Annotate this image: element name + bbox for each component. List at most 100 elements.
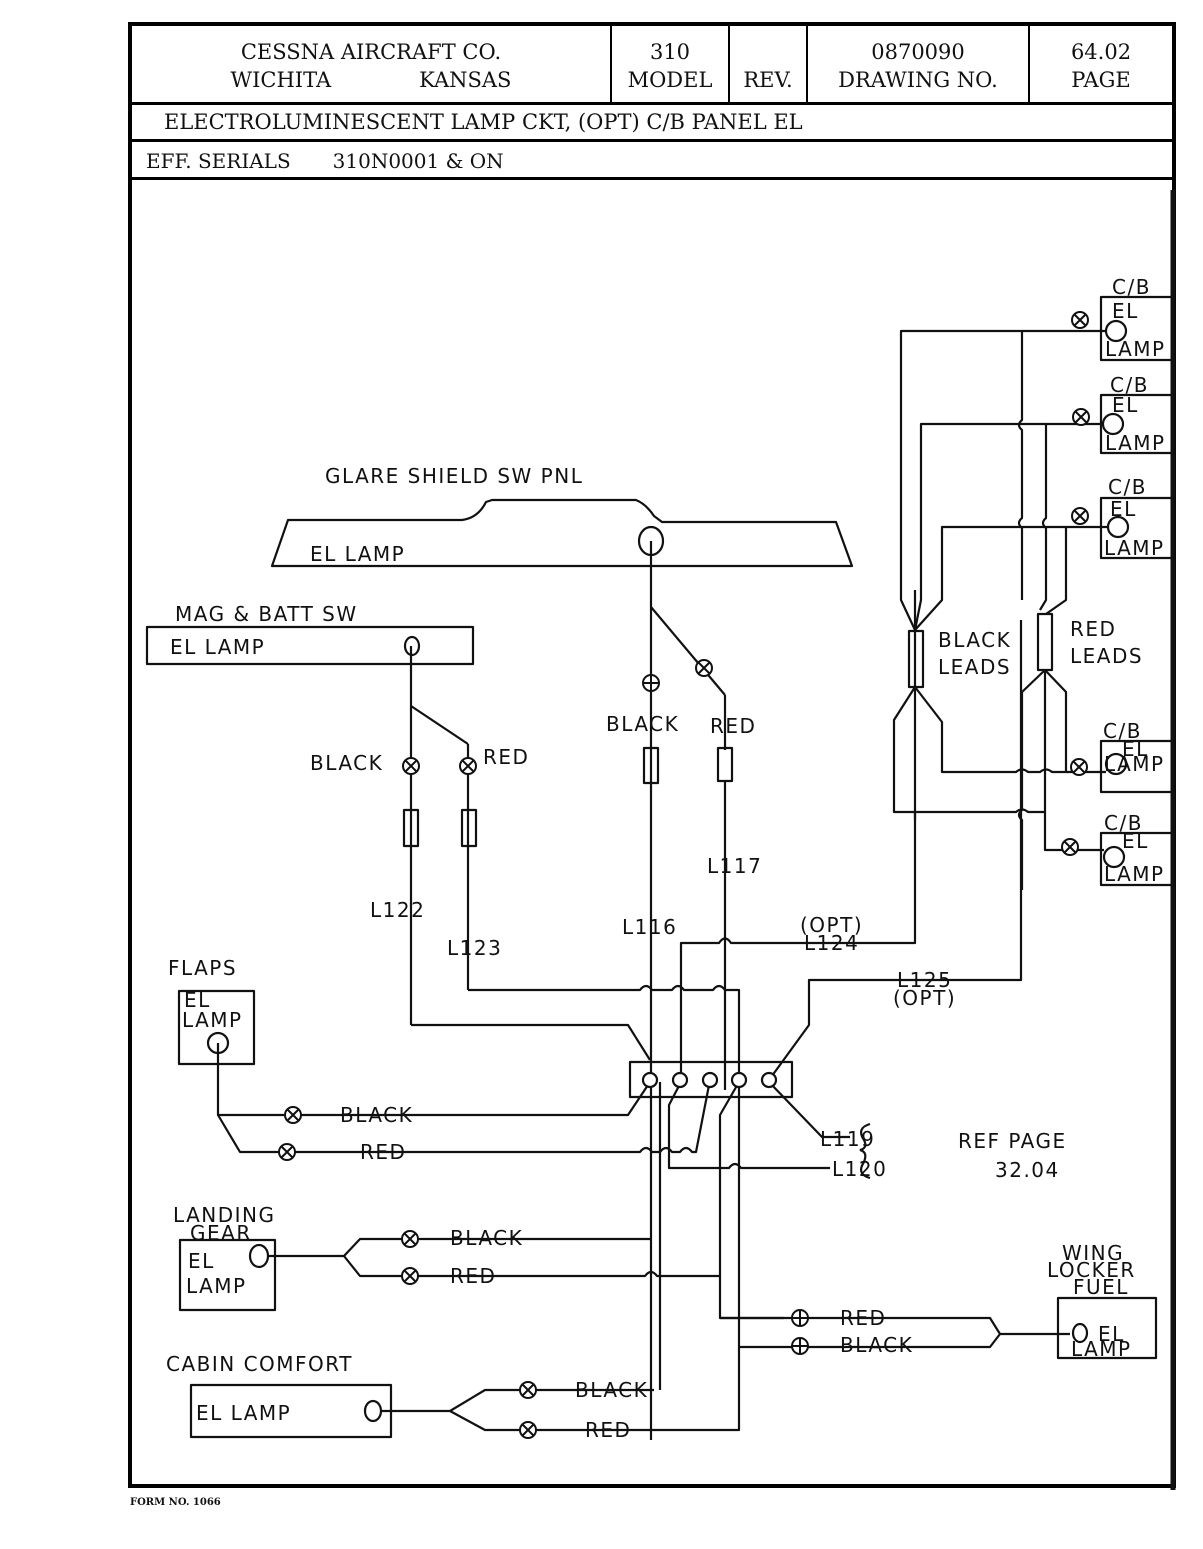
- l122-fuse: [402, 808, 420, 848]
- reference-brace: [859, 1122, 871, 1180]
- cb-lamp-labels: C/B EL LAMP C/B EL LAMP C/B EL LAMP C/B …: [1103, 275, 1166, 886]
- cb-lamp-5-connector-icon: [1061, 838, 1079, 856]
- gear-red-connector-icon: [401, 1267, 419, 1285]
- glare-black-label: BLACK: [606, 712, 679, 736]
- terminal-pin-1: [641, 1071, 659, 1089]
- wire-l123-label: L123: [447, 936, 502, 960]
- wing-black-label: BLACK: [840, 1333, 913, 1357]
- glare-shield-lamp-label: EL LAMP: [310, 542, 405, 566]
- red-leads-splice: [1036, 612, 1054, 672]
- cb-lamp-4-connector-icon: [1070, 758, 1088, 776]
- wire-l124-label: L124: [804, 931, 859, 955]
- cb-lamp-1-cb-label: C/B: [1112, 275, 1151, 299]
- cabin-comfort-lamp-label: EL LAMP: [196, 1401, 291, 1425]
- flaps-black-connector-icon: [284, 1106, 302, 1124]
- flaps-red-label: RED: [360, 1140, 406, 1164]
- landing-gear-lamp-label: LAMP: [186, 1274, 247, 1298]
- cb-lamp-5-cb-label: C/B: [1104, 811, 1143, 835]
- l117-fuse: [716, 746, 734, 783]
- cb-lamp-1-lamp-label: LAMP: [1105, 337, 1166, 361]
- cb-lamp-1-connector-icon: [1071, 311, 1089, 329]
- wing-locker-title-3: FUEL: [1073, 1275, 1129, 1299]
- wire-l120-label: L120: [832, 1157, 887, 1181]
- mag-batt-title: MAG & BATT SW: [175, 602, 358, 626]
- mag-batt-red-label: RED: [483, 745, 529, 769]
- glare-shield-panel: [270, 498, 854, 568]
- cabin-red-connector-icon: [519, 1421, 537, 1439]
- landing-gear-black-label: BLACK: [450, 1226, 523, 1250]
- wing-locker-el-label: EL: [1098, 1322, 1125, 1346]
- company-state: KANSAS: [419, 68, 512, 92]
- drawing-no-value: 0870090: [871, 40, 965, 64]
- cb-lamp-4-lamp-label: LAMP: [1104, 752, 1165, 776]
- cb-lamp-2-cb-label: C/B: [1110, 373, 1149, 397]
- model-value: 310: [649, 40, 691, 64]
- mag-batt-black-connector-icon: [402, 757, 420, 775]
- wing-locker-lamp-box: [1056, 1296, 1158, 1360]
- wire-l124-opt-label: (OPT): [800, 913, 863, 937]
- cb-lamp-5-el-label: EL: [1122, 829, 1149, 853]
- flaps-red-connector-icon: [278, 1143, 296, 1161]
- wire-l125-opt-label: (OPT): [893, 986, 956, 1010]
- cb-lamp-3-el-label: EL: [1110, 497, 1137, 521]
- wing-red-connector-icon: [791, 1309, 809, 1327]
- cabin-comfort-title: CABIN COMFORT: [166, 1352, 353, 1376]
- terminal-pin-2: [671, 1071, 689, 1089]
- red-leads-label-2: LEADS: [1070, 644, 1143, 668]
- wing-locker-title-1: WING: [1062, 1241, 1124, 1265]
- red-leads-label-1: RED: [1070, 617, 1116, 641]
- cb-lamp-4-el-label: EL: [1122, 737, 1149, 761]
- landing-gear-title-2: GEAR: [190, 1221, 252, 1245]
- cb-lamp-3-cb-label: C/B: [1108, 475, 1147, 499]
- cb-lamp-3-lamp-label: LAMP: [1104, 536, 1165, 560]
- wire-l119-label: L119: [820, 1127, 875, 1151]
- gear-black-connector-icon: [401, 1230, 419, 1248]
- cb-lamp-2-lamp-label: LAMP: [1105, 431, 1166, 455]
- flaps-el-label: EL: [184, 988, 211, 1012]
- cabin-black-connector-icon: [519, 1381, 537, 1399]
- glare-black-connector-icon: [642, 674, 660, 692]
- ref-page-label: REF PAGE: [958, 1129, 1067, 1153]
- flaps-lamp-box: [177, 989, 256, 1066]
- cb-lamp-3-connector-icon: [1071, 507, 1089, 525]
- cabin-black-label: BLACK: [575, 1378, 648, 1402]
- mag-batt-black-label: BLACK: [310, 751, 383, 775]
- cb-lamp-5-lamp-label: LAMP: [1104, 862, 1165, 886]
- terminal-pin-4: [730, 1071, 748, 1089]
- wing-red-label: RED: [840, 1306, 886, 1330]
- glare-red-connector-icon: [695, 659, 713, 677]
- eff-label: EFF. SERIALS: [146, 149, 291, 173]
- page-cell: 64.02 PAGE: [1030, 26, 1172, 102]
- cb-lamp-4-cb-label: C/B: [1103, 719, 1142, 743]
- flaps-lamp-label: LAMP: [182, 1008, 243, 1032]
- rev-cell: REV.: [730, 26, 808, 102]
- glare-red-label: RED: [710, 714, 756, 738]
- model-cell: 310 MODEL: [612, 26, 730, 102]
- l116-fuse: [642, 746, 660, 785]
- wire-l122-label: L122: [370, 898, 425, 922]
- landing-gear-el-label: EL: [188, 1249, 215, 1273]
- mag-batt-panel: [145, 625, 475, 666]
- black-leads-label-1: BLACK: [938, 628, 1011, 652]
- terminal-block: [628, 1060, 794, 1099]
- wire-l116-label: L116: [622, 915, 677, 939]
- rev-label: REV.: [743, 68, 793, 92]
- cb-lamp-1-el-label: EL: [1112, 299, 1139, 323]
- flaps-black-label: BLACK: [340, 1103, 413, 1127]
- mag-batt-red-connector-icon: [459, 757, 477, 775]
- terminal-pin-3: [701, 1071, 719, 1089]
- page-label: PAGE: [1071, 68, 1131, 92]
- glare-shield-title: GLARE SHIELD SW PNL: [325, 464, 583, 488]
- black-leads-label-2: LEADS: [938, 655, 1011, 679]
- flaps-title: FLAPS: [168, 956, 237, 980]
- drawing-no-label: DRAWING NO.: [838, 68, 998, 92]
- cb-lamp-2-el-label: EL: [1112, 393, 1139, 417]
- terminal-pin-5: [760, 1071, 778, 1089]
- model-label: MODEL: [627, 68, 713, 92]
- form-number: FORM NO. 1066: [130, 1497, 221, 1508]
